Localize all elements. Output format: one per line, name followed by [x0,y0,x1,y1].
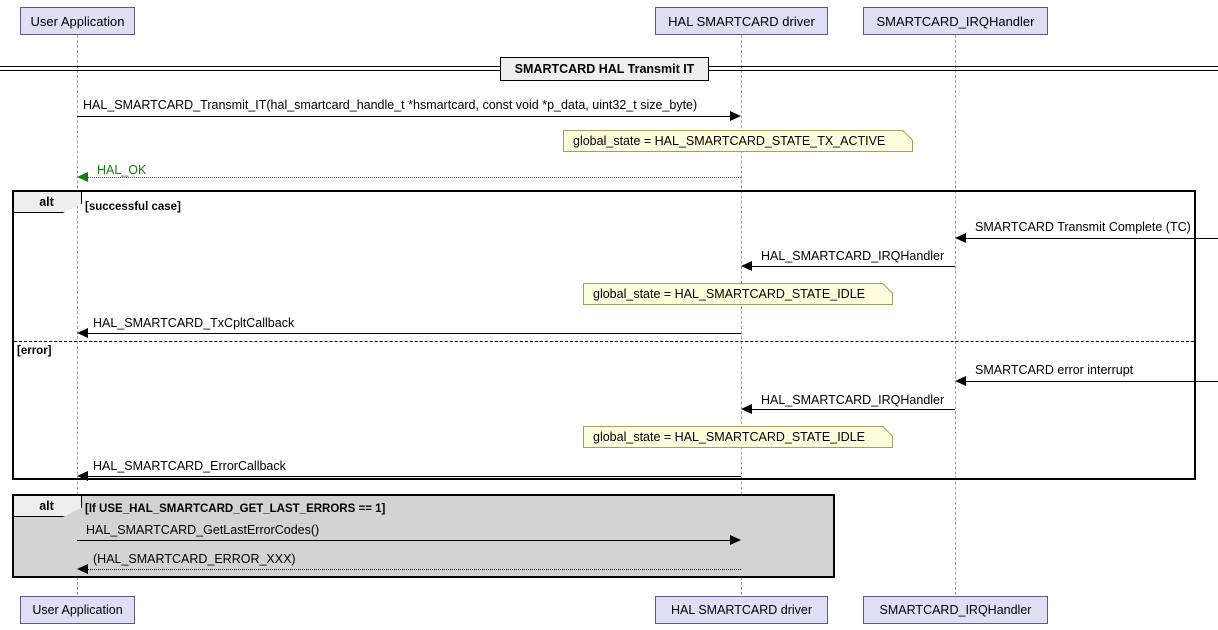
message-text: SMARTCARD Transmit Complete (TC) [975,220,1191,234]
message-line-error-interrupt[interactable] [966,381,1218,382]
fragment-guard-text: [error] [17,345,52,357]
lifeline-smartcard-irqhandler [955,35,956,595]
fragment-guard-use-hal-get-last-errors: [If USE_HAL_SMARTCARD_GET_LAST_ERRORS ==… [85,503,385,515]
message-text: HAL_SMARTCARD_IRQHandler [761,249,945,263]
fragment-alt-get-last-errors: alt [12,494,835,578]
message-line-getlasterrorcodes[interactable] [77,540,730,541]
fragment-operator-label: alt [39,499,54,513]
lifeline-user-application [77,35,78,595]
note-global-state-idle-tx: global_state = HAL_SMARTCARD_STATE_IDLE [583,283,893,305]
participant-user-application-bottom[interactable]: User Application [20,596,135,624]
message-text: HAL_SMARTCARD_Transmit_IT(hal_smartcard_… [83,98,698,112]
participant-hal-smartcard-driver-bottom[interactable]: HAL SMARTCARD driver [655,596,828,624]
fragment-operator-alt: alt [14,192,82,213]
participant-smartcard-irqhandler-bottom[interactable]: SMARTCARD_IRQHandler [863,596,1048,624]
arrowhead-left-irqhandler-tc [741,261,752,271]
fragment-guard-text: [If USE_HAL_SMARTCARD_GET_LAST_ERRORS ==… [85,503,386,515]
message-label-getlasterrorcodes: HAL_SMARTCARD_GetLastErrorCodes() [86,524,319,537]
arrowhead-right-getlasterrorcodes [730,535,741,545]
participant-label: User Application [32,602,123,617]
arrowhead-left-errorcallback [77,471,88,481]
participant-smartcard-irqhandler-top[interactable]: SMARTCARD_IRQHandler [863,7,1048,35]
arrowhead-right-transmit-it [730,111,741,121]
message-label-errorcallback: HAL_SMARTCARD_ErrorCallback [93,460,286,473]
participant-label: HAL SMARTCARD driver [668,13,815,29]
participant-label: SMARTCARD_IRQHandler [876,13,1035,29]
message-line-transmit-it[interactable] [77,116,730,117]
participant-label: SMARTCARD_IRQHandler [879,602,1032,617]
participant-user-application-top[interactable]: User Application [20,7,135,35]
message-line-irqhandler-error[interactable] [752,409,955,410]
arrowhead-left-transmit-complete-tc [955,233,966,243]
divider-label-text: SMARTCARD HAL Transmit IT [514,62,695,76]
note-text: global_state = HAL_SMARTCARD_STATE_IDLE [593,430,865,444]
fragment-alt-successful-error: alt [12,190,1196,480]
message-text: HAL_SMARTCARD_ErrorCallback [93,459,286,473]
arrowhead-left-txcpltcallback [77,328,88,338]
fragment-guard-error: [error] [17,345,52,357]
arrowhead-left-error-interrupt [955,376,966,386]
lifeline-hal-smartcard-driver [741,35,742,595]
message-label-error-xxx-return: (HAL_SMARTCARD_ERROR_XXX) [93,553,296,566]
message-text: HAL_SMARTCARD_IRQHandler [761,393,945,407]
arrowhead-left-irqhandler-error [741,404,752,414]
fragment-guard-successful-case: [successful case] [85,201,181,213]
message-label-irqhandler-tc: HAL_SMARTCARD_IRQHandler [761,250,944,263]
message-label-irqhandler-error: HAL_SMARTCARD_IRQHandler [761,394,944,407]
note-global-state-idle-error: global_state = HAL_SMARTCARD_STATE_IDLE [583,426,893,448]
fragment-separator-alt-1 [14,341,1194,342]
message-label-error-interrupt: SMARTCARD error interrupt [975,364,1133,377]
message-text: SMARTCARD error interrupt [975,363,1134,377]
note-text: global_state = HAL_SMARTCARD_STATE_TX_AC… [573,134,886,148]
fragment-operator-alt-2: alt [14,496,82,517]
arrowhead-left-error-xxx-return [77,564,88,574]
message-line-transmit-complete-tc[interactable] [966,238,1218,239]
participant-hal-smartcard-driver-top[interactable]: HAL SMARTCARD driver [655,7,828,35]
fragment-operator-label: alt [39,195,54,209]
note-global-state-tx-active: global_state = HAL_SMARTCARD_STATE_TX_AC… [563,130,913,152]
message-label-transmit-complete-tc: SMARTCARD Transmit Complete (TC) [975,221,1191,234]
note-text: global_state = HAL_SMARTCARD_STATE_IDLE [593,287,865,301]
participant-label: User Application [30,13,125,29]
message-text: HAL_SMARTCARD_TxCpltCallback [93,316,295,330]
message-label-transmit-it: HAL_SMARTCARD_Transmit_IT(hal_smartcard_… [83,99,697,112]
message-line-errorcallback[interactable] [88,476,741,477]
message-label-txcpltcallback: HAL_SMARTCARD_TxCpltCallback [93,317,294,330]
message-text: HAL_SMARTCARD_GetLastErrorCodes() [86,523,320,537]
divider-label-smartcard-hal-transmit-it: SMARTCARD HAL Transmit IT [500,57,709,81]
message-line-txcpltcallback[interactable] [88,333,741,334]
message-line-hal-ok[interactable] [88,177,741,178]
message-text: (HAL_SMARTCARD_ERROR_XXX) [93,552,296,566]
message-label-hal-ok: HAL_OK [97,164,146,177]
message-text: HAL_OK [97,163,147,177]
message-line-error-xxx-return[interactable] [88,569,741,570]
fragment-guard-text: [successful case] [85,201,181,213]
arrowhead-left-hal-ok [77,172,88,182]
participant-label: HAL SMARTCARD driver [671,602,812,617]
message-line-irqhandler-tc[interactable] [752,266,955,267]
